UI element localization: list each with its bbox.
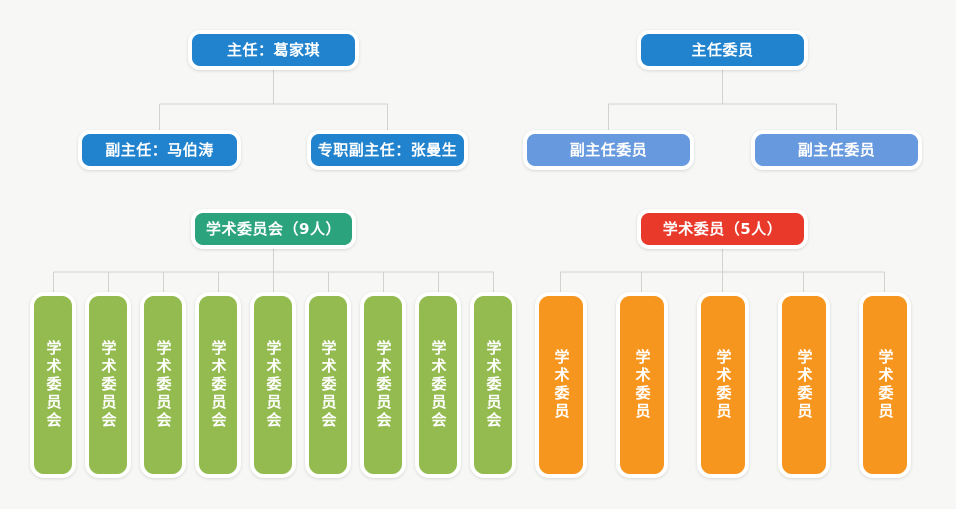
left-deputy-label-2: 专职副主任：张曼生 [317, 140, 458, 159]
right-member-label-3: 学术委员 [714, 349, 733, 421]
right-committee-label: 学术委员（5人） [662, 219, 783, 238]
left-member-node-1[interactable]: 学术委员会 [30, 292, 76, 478]
right-member-label-1: 学术委员 [552, 349, 571, 421]
right-member-node-3[interactable]: 学术委员 [697, 292, 749, 478]
right-deputy-label-2: 副主任委员 [797, 140, 876, 159]
right-root-node[interactable]: 主任委员 [637, 30, 808, 70]
left-deputy-node-1[interactable]: 副主任：马伯涛 [78, 130, 241, 170]
left-member-label-2: 学术委员会 [99, 340, 118, 430]
right-deputy-label-1: 副主任委员 [569, 140, 648, 159]
right-member-label-5: 学术委员 [876, 349, 895, 421]
left-committee-node[interactable]: 学术委员会（9人） [191, 209, 356, 249]
right-member-label-2: 学术委员 [633, 349, 652, 421]
left-member-label-3: 学术委员会 [154, 340, 173, 430]
right-committee-node[interactable]: 学术委员（5人） [637, 209, 808, 249]
right-deputy-node-2[interactable]: 副主任委员 [751, 130, 922, 170]
left-root-label: 主任：葛家琪 [226, 40, 320, 59]
left-member-node-7[interactable]: 学术委员会 [360, 292, 406, 478]
left-member-node-8[interactable]: 学术委员会 [415, 292, 461, 478]
left-member-node-5[interactable]: 学术委员会 [250, 292, 296, 478]
right-member-node-4[interactable]: 学术委员 [778, 292, 830, 478]
right-member-label-4: 学术委员 [795, 349, 814, 421]
left-member-node-9[interactable]: 学术委员会 [470, 292, 516, 478]
right-root-label: 主任委员 [691, 40, 754, 59]
left-member-label-5: 学术委员会 [264, 340, 283, 430]
left-deputy-node-2[interactable]: 专职副主任：张曼生 [307, 130, 468, 170]
left-member-node-6[interactable]: 学术委员会 [305, 292, 351, 478]
left-committee-label: 学术委员会（9人） [206, 219, 341, 238]
left-member-label-6: 学术委员会 [319, 340, 338, 430]
left-member-node-3[interactable]: 学术委员会 [140, 292, 186, 478]
left-member-label-1: 学术委员会 [44, 340, 63, 430]
left-member-label-9: 学术委员会 [484, 340, 503, 430]
right-member-node-1[interactable]: 学术委员 [535, 292, 587, 478]
left-member-node-2[interactable]: 学术委员会 [85, 292, 131, 478]
left-member-label-7: 学术委员会 [374, 340, 393, 430]
left-member-node-4[interactable]: 学术委员会 [195, 292, 241, 478]
left-root-node[interactable]: 主任：葛家琪 [188, 30, 359, 70]
left-member-label-4: 学术委员会 [209, 340, 228, 430]
right-deputy-node-1[interactable]: 副主任委员 [523, 130, 694, 170]
right-member-node-2[interactable]: 学术委员 [616, 292, 668, 478]
right-member-node-5[interactable]: 学术委员 [859, 292, 911, 478]
left-member-label-8: 学术委员会 [429, 340, 448, 430]
left-deputy-label-1: 副主任：马伯涛 [105, 140, 214, 159]
